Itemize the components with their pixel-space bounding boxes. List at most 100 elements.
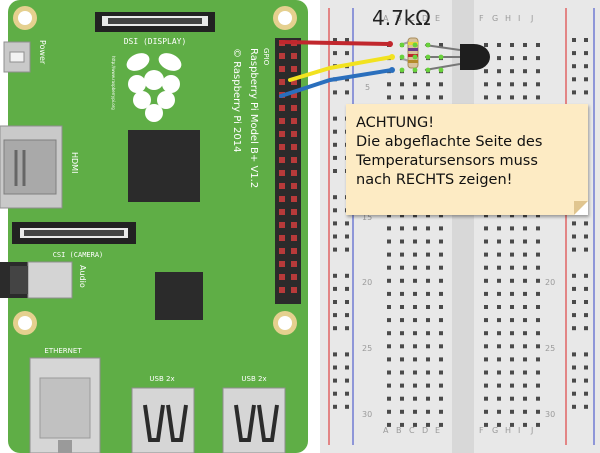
rail-hole <box>584 313 588 318</box>
column-label-f-bottom: F <box>479 426 484 435</box>
breadboard-hole <box>536 370 540 375</box>
breadboard-hole <box>510 56 514 61</box>
breadboard-hole <box>497 43 501 47</box>
wire-endpoints <box>387 41 395 73</box>
wire-yellow <box>288 55 394 82</box>
gpio-pin <box>291 209 297 215</box>
rail-hole <box>345 90 349 95</box>
rail-hole <box>584 326 588 331</box>
breadboard-hole <box>510 82 514 87</box>
breadboard-hole <box>510 226 514 231</box>
breadboard-hole <box>484 265 488 270</box>
breadboard-hole <box>439 252 443 257</box>
breadboard-hole <box>400 357 404 362</box>
breadboard-hole <box>387 383 391 388</box>
breadboard-hole <box>484 370 488 375</box>
rail-hole <box>572 391 576 396</box>
gpio-pin <box>291 261 297 267</box>
breadboard-hole <box>400 278 404 283</box>
breadboard-hole <box>484 95 488 100</box>
rail-hole <box>572 286 576 291</box>
rail-hole <box>584 77 588 82</box>
breadboard-hole <box>497 318 501 323</box>
breadboard-hole <box>497 82 501 87</box>
breadboard-hole <box>413 370 417 375</box>
raspberry-pi-board: Power DSI (DISPLAY) http://www.raspberry… <box>0 0 308 453</box>
breadboard-hole <box>484 82 488 87</box>
url-label: http://www.raspberrypi.org <box>111 56 116 110</box>
breadboard-hole <box>523 344 527 349</box>
breadboard-hole <box>439 82 443 87</box>
rail-hole <box>584 234 588 239</box>
breadboard-hole <box>413 239 417 244</box>
power-label: Power <box>38 40 47 65</box>
breadboard-hole <box>523 265 527 270</box>
row-number-5-left: 5 <box>365 83 370 92</box>
usb-port-2 <box>222 387 286 453</box>
breadboard-hole <box>510 422 514 427</box>
breadboard-hole <box>536 291 540 296</box>
gpio-pin <box>279 157 285 163</box>
breadboard-hole <box>510 43 514 47</box>
gpio-pin <box>279 170 285 176</box>
breadboard-hole <box>439 370 443 375</box>
rail-hole <box>584 38 588 42</box>
dsi-connector <box>95 12 215 32</box>
breadboard-hole <box>484 226 488 231</box>
breadboard-hole <box>484 409 488 414</box>
rail-hole <box>584 90 588 95</box>
breadboard-hole <box>497 213 501 218</box>
breadboard-hole <box>510 331 514 336</box>
breadboard-hole <box>426 357 430 362</box>
breadboard-hole <box>387 82 391 87</box>
gpio-pin <box>279 183 285 189</box>
breadboard-hole <box>523 318 527 323</box>
breadboard-hole <box>413 265 417 270</box>
breadboard-hole <box>400 318 404 323</box>
breadboard-hole <box>400 265 404 270</box>
note-line: Temperatursensors muss <box>356 153 538 169</box>
breadboard-hole <box>510 265 514 270</box>
gpio-header <box>275 38 301 304</box>
breadboard-hole <box>439 278 443 283</box>
gpio-pin <box>291 118 297 124</box>
breadboard-hole <box>413 383 417 388</box>
column-label-i-top: I <box>518 14 520 23</box>
breadboard-hole <box>439 318 443 323</box>
csi-connector <box>12 222 136 244</box>
breadboard-hole <box>523 56 527 61</box>
breadboard-hole <box>387 291 391 296</box>
breadboard-hole <box>523 252 527 257</box>
breadboard-hole <box>400 226 404 231</box>
breadboard-hole <box>484 331 488 336</box>
breadboard-hole <box>426 265 430 270</box>
column-label-d-top: D <box>422 14 428 23</box>
gpio-pin <box>291 157 297 163</box>
usb-label-2: USB 2x <box>241 375 266 383</box>
column-label-b-top: B <box>396 14 402 23</box>
breadboard-hole <box>413 422 417 427</box>
breadboard-hole <box>400 370 404 375</box>
breadboard-hole <box>510 278 514 283</box>
rail-hole <box>345 221 349 226</box>
column-label-f-top: F <box>479 14 484 23</box>
breadboard-hole <box>536 422 540 427</box>
breadboard-hole <box>439 213 443 218</box>
gpio-pin <box>291 105 297 111</box>
warning-note-text: ACHTUNG! Die abgeflachte Seite des Tempe… <box>356 114 580 190</box>
rail-hole <box>345 404 349 409</box>
breadboard-hole <box>536 226 540 231</box>
breadboard-hole <box>400 409 404 414</box>
gpio-pin <box>279 274 285 280</box>
breadboard-hole <box>484 278 488 283</box>
breadboard-hole <box>497 226 501 231</box>
rail-hole <box>333 169 337 173</box>
rail-hole <box>345 38 349 42</box>
ethernet-port <box>29 357 101 453</box>
breadboard-hole <box>523 278 527 283</box>
rail-hole <box>333 129 337 134</box>
breadboard-hole <box>523 331 527 336</box>
breadboard-hole <box>413 278 417 283</box>
gpio-pin <box>279 248 285 254</box>
breadboard-hole <box>510 69 514 74</box>
